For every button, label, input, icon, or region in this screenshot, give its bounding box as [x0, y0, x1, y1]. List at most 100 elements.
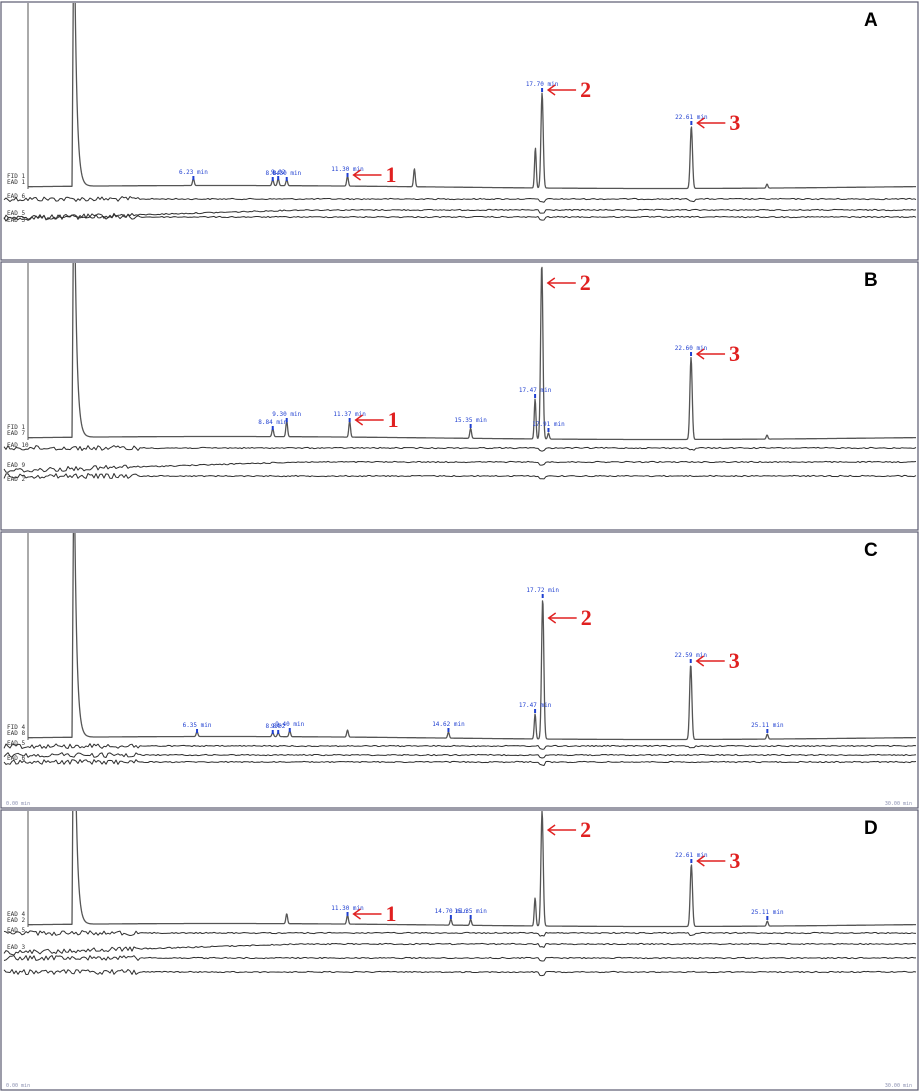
trace-label: EAD 2	[7, 917, 25, 924]
time-axis-end: 30.00 min	[885, 801, 912, 807]
panel-letter: D	[864, 818, 878, 839]
arrow-number: 3	[729, 848, 740, 873]
peak-label: 25.11 min	[751, 722, 784, 729]
panel-letter: C	[864, 540, 878, 561]
arrow-number: 2	[580, 270, 591, 295]
peak-label: 17.47 min	[519, 387, 552, 394]
peak-label: 11.30 min	[331, 166, 364, 173]
ead-trace	[3, 743, 917, 750]
arrow-head	[547, 612, 557, 624]
ead-trace	[3, 969, 917, 977]
trace-label: EAD 6	[7, 755, 25, 762]
peak-label: 6.23 min	[179, 169, 208, 176]
peak-label: 9.40 min	[275, 721, 304, 728]
peak-label: 22.60 min	[675, 345, 708, 352]
trace-label: EAD 9	[7, 462, 25, 469]
peak-label: 17.91 min	[532, 421, 565, 428]
ead-trace	[3, 752, 917, 759]
peak-label: 15.35 min	[454, 908, 487, 915]
panel-letter: B	[864, 270, 878, 291]
peak-label: 22.61 min	[675, 114, 708, 121]
peak-label: 17.72 min	[526, 587, 559, 594]
arrow-number: 3	[729, 648, 740, 673]
arrow-head	[696, 117, 705, 129]
arrow-head	[695, 348, 705, 360]
ead-trace	[3, 214, 917, 221]
panel-letter: A	[864, 10, 878, 31]
fid-trace	[27, 3, 917, 190]
annotation-arrow-1: 1	[354, 407, 399, 432]
trace-label: EAD 6	[7, 193, 25, 200]
annotation-arrow-3: 3	[695, 341, 740, 366]
trace-label: EAD 3	[7, 217, 25, 224]
peak-label: 8.84 min	[258, 419, 287, 426]
ead-trace	[3, 196, 917, 203]
ead-trace	[3, 445, 917, 452]
trace-label: EAD 5	[7, 210, 25, 217]
arrow-number: 2	[580, 817, 591, 842]
peak-label: 17.47 min	[519, 702, 552, 709]
trace-label: EAD 3	[7, 944, 25, 951]
arrow-head	[352, 908, 361, 920]
panel-border	[0, 809, 919, 1091]
trace-label: EAD 8	[7, 730, 25, 737]
peak-label: 17.70 min	[526, 81, 559, 88]
annotation-arrow-3: 3	[696, 848, 740, 873]
ead-trace	[3, 208, 917, 222]
arrow-number: 1	[386, 901, 397, 926]
peak-label: 14.62 min	[432, 721, 465, 728]
trace-label: FID 4	[7, 724, 25, 731]
peak-label: 9.30 min	[272, 170, 301, 177]
annotation-arrow-1: 1	[352, 162, 397, 187]
annotation-arrow-1: 1	[352, 901, 397, 926]
arrow-head	[695, 655, 705, 667]
ead-trace	[3, 942, 917, 956]
time-axis-end: 30.00 min	[885, 1083, 912, 1089]
trace-label: FID 1	[7, 424, 25, 431]
fid-trace	[27, 263, 917, 441]
trace-label: EAD 1	[7, 179, 25, 186]
arrow-number: 2	[581, 605, 592, 630]
annotation-arrow-2: 2	[546, 270, 591, 295]
peak-label: 9.02	[271, 169, 286, 176]
panel-border	[0, 531, 919, 809]
peak-label: 11.37 min	[333, 411, 366, 418]
peak-label: 25.11 min	[751, 909, 784, 916]
arrow-head	[546, 84, 556, 96]
fid-trace	[27, 811, 917, 928]
peak-label: 11.30 min	[331, 905, 364, 912]
trace-label: EAD 5	[7, 927, 25, 934]
peak-label: 15.35 min	[454, 417, 487, 424]
arrow-number: 3	[729, 341, 740, 366]
ead-trace	[3, 460, 917, 473]
peak-label: 14.70 min	[435, 908, 468, 915]
peak-label: 6.35 min	[183, 722, 212, 729]
arrow-number: 1	[386, 162, 397, 187]
ead-trace	[3, 930, 917, 937]
trace-label: FID 1	[7, 173, 25, 180]
peak-label: 9.30 min	[272, 411, 301, 418]
trace-label: EAD 5	[7, 740, 25, 747]
annotation-arrow-3: 3	[695, 648, 740, 673]
ead-trace	[3, 759, 917, 766]
time-axis-start: 0.00 min	[6, 1083, 30, 1089]
panel-border	[0, 261, 919, 531]
peak-label: 8.84	[266, 170, 281, 177]
arrow-head	[546, 277, 556, 289]
time-axis-start: 0.00 min	[6, 801, 30, 807]
trace-label: EAD 7	[7, 430, 25, 437]
annotation-arrow-2: 2	[546, 77, 591, 102]
arrow-number: 2	[580, 77, 591, 102]
peak-label: 9.02	[271, 723, 286, 730]
annotation-arrow-2: 2	[547, 605, 592, 630]
annotation-arrow-3: 3	[696, 110, 740, 135]
trace-label: EAD 10	[7, 442, 29, 449]
annotation-arrow-2: 2	[546, 817, 591, 842]
